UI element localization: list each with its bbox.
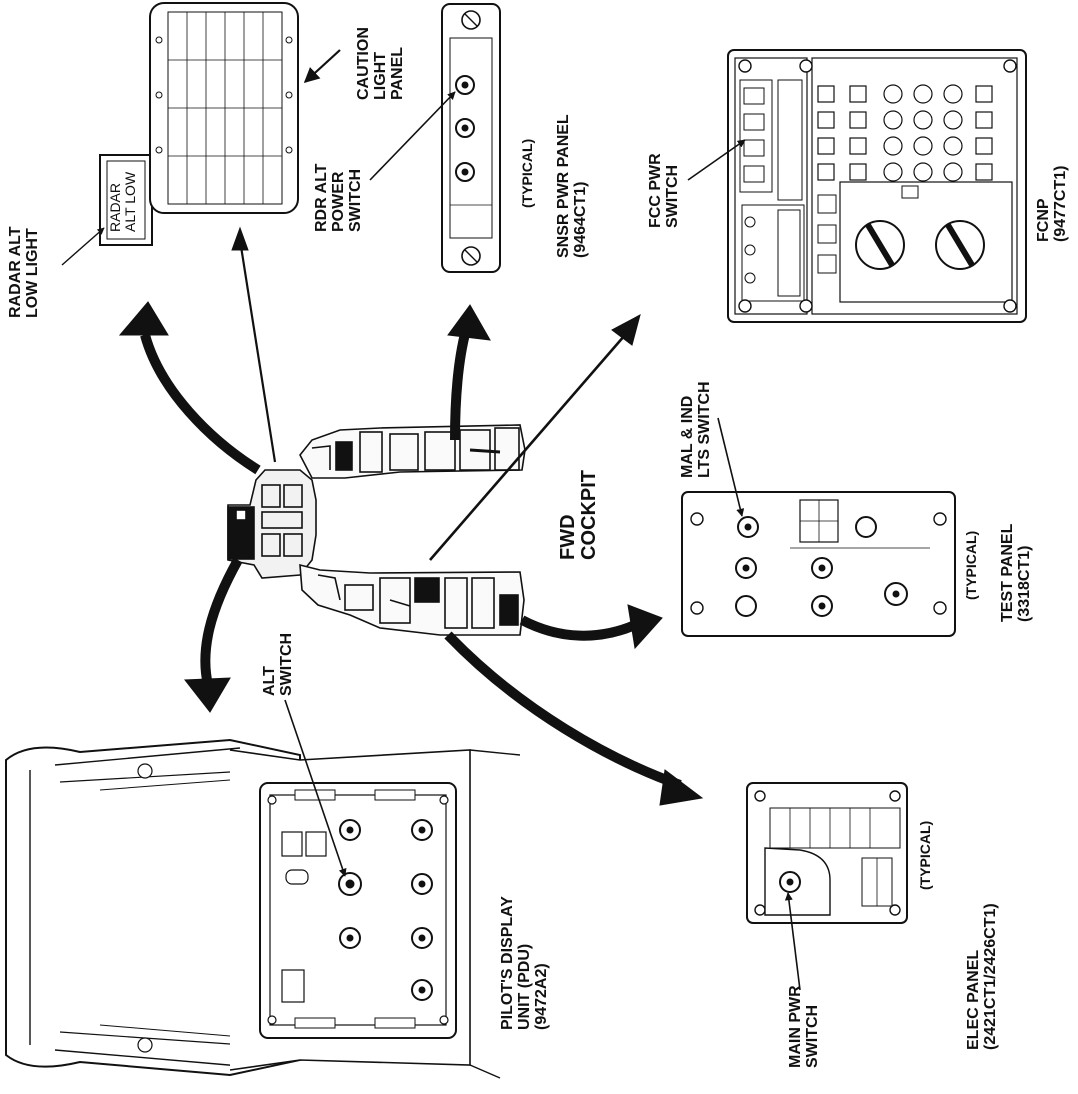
snsr-pwr-panel-typical: (TYPICAL)	[520, 139, 535, 208]
test-panel-typical: (TYPICAL)	[964, 531, 979, 600]
fwd-cockpit-drawing	[228, 425, 525, 635]
test-panel-title: TEST PANEL(3318CT1)	[1000, 524, 1034, 622]
fcnp-panel	[688, 50, 1026, 322]
pdu-drawing	[6, 700, 520, 1078]
elec-panel-title: ELEC PANEL(2421CT1/2426CT1)	[966, 903, 1000, 1050]
elec-panel-typical: (TYPICAL)	[918, 821, 933, 890]
fcnp-title: FCNP(9477CT1)	[1036, 166, 1070, 242]
snsr-pwr-panel-title: SNSR PWR PANEL(9464CT1)	[556, 114, 590, 258]
caution-light-panel	[150, 3, 340, 213]
test-panel	[682, 418, 955, 636]
elec-panel	[747, 783, 907, 990]
pointer-arrows	[120, 228, 702, 805]
